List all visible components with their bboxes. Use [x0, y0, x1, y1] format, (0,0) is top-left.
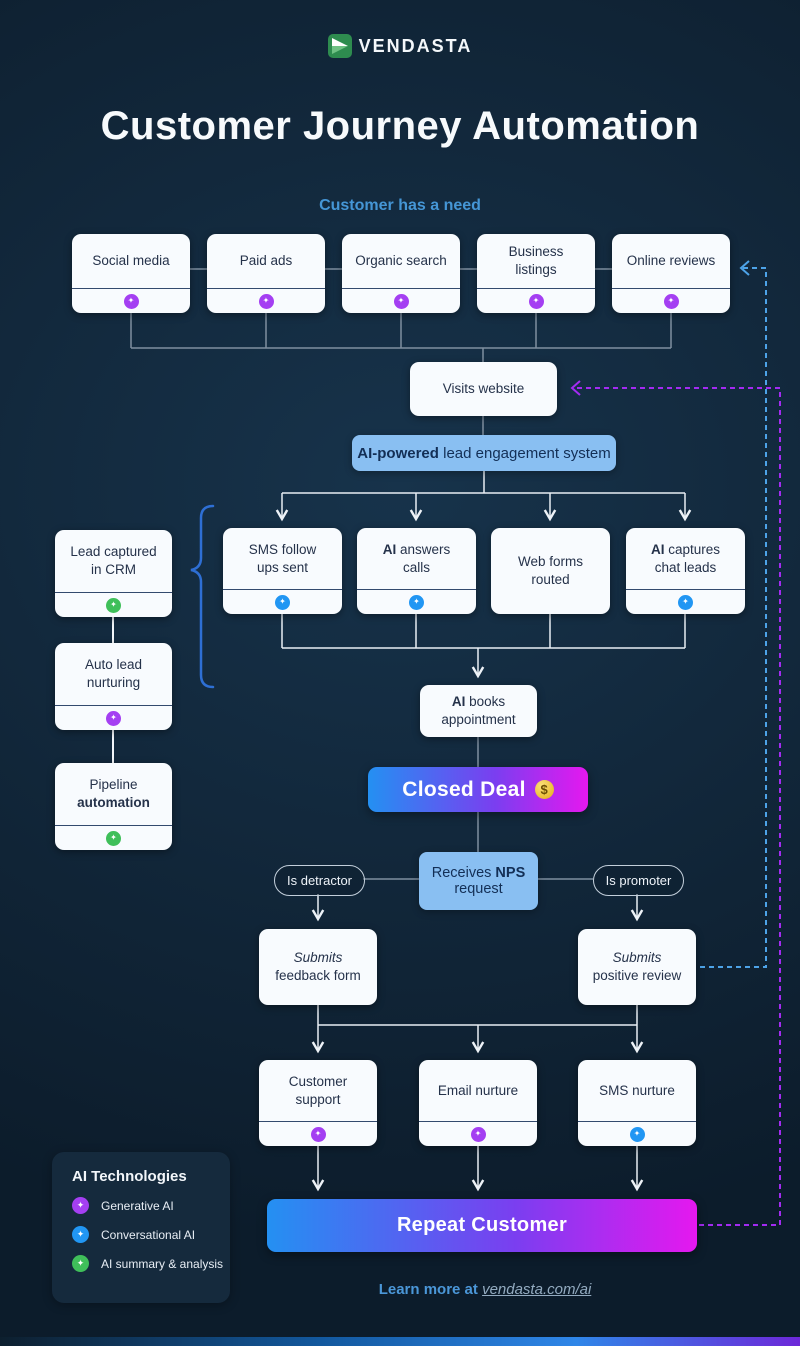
conversational-ai-icon: ✦: [629, 1126, 645, 1142]
node-label: Social media: [92, 253, 170, 269]
node-label: Email nurture: [437, 1082, 519, 1098]
node-paid-ads: Paid ads ✦: [207, 234, 325, 313]
node-label-italic: Submits: [612, 950, 662, 966]
node-auto-lead-nurturing: Auto lead nurturing ✦: [55, 643, 172, 730]
legend-item-conversational: ✦ Conversational AI: [72, 1226, 230, 1243]
pill-is-promoter: Is promoter: [593, 865, 684, 896]
node-label-bold: NPS: [495, 865, 526, 881]
banner-label: lead engagement system: [438, 444, 611, 462]
generative-ai-icon: ✦: [528, 293, 544, 309]
page-title: Customer Journey Automation: [100, 104, 700, 148]
node-ai-books-appointment: AI books appointment: [420, 685, 537, 737]
generative-ai-icon: ✦: [72, 1197, 89, 1214]
node-receives-nps: Receives NPS request: [419, 852, 538, 910]
customer-need-label: Customer has a need: [319, 197, 481, 214]
node-label-italic: Submits: [293, 950, 343, 966]
conversational-ai-icon: ✦: [72, 1226, 89, 1243]
node-web-forms-routed: Web forms routed: [491, 528, 610, 614]
generative-ai-icon: ✦: [123, 293, 139, 309]
node-customer-support: Customer support ✦: [259, 1060, 377, 1146]
legend-item-summary: ✦ AI summary & analysis: [72, 1255, 230, 1272]
legend-item-generative: ✦ Generative AI: [72, 1197, 230, 1214]
node-pipeline-automation: Pipeline automation ✦: [55, 763, 172, 850]
footer-learn-more: Learn more at vendasta.com/ai: [300, 1281, 670, 1298]
node-email-nurture: Email nurture ✦: [419, 1060, 537, 1146]
node-label: captures chat leads: [654, 541, 721, 575]
bottom-gradient-bar: [0, 1337, 800, 1346]
generative-ai-icon: ✦: [310, 1126, 326, 1142]
pill-label: Is detractor: [286, 873, 353, 888]
node-online-reviews: Online reviews ✦: [612, 234, 730, 313]
legend-title: AI Technologies: [72, 1168, 187, 1185]
conversational-ai-icon: ✦: [678, 594, 693, 610]
brand-logo: VENDASTA: [0, 34, 800, 58]
node-submits-positive-review: Submits positive review: [578, 929, 696, 1005]
ai-engagement-banner: AI-powered lead engagement system: [352, 435, 616, 471]
footer-text: Learn more at: [378, 1281, 483, 1298]
node-label: Auto lead nurturing: [84, 657, 143, 690]
node-label-bold: AI: [451, 694, 466, 710]
legend-item-label: Conversational AI: [101, 1227, 196, 1242]
conversational-ai-icon: ✦: [275, 594, 290, 610]
node-label-bold: AI: [382, 541, 397, 557]
node-label-post: request: [454, 881, 503, 897]
banner-label-bold: AI-powered: [357, 444, 439, 462]
ai-summary-icon: ✦: [106, 830, 121, 846]
brand-name: VENDASTA: [358, 35, 473, 56]
node-submits-feedback-form: Submits feedback form: [259, 929, 377, 1005]
node-label: Receives: [431, 865, 496, 881]
money-bag-icon: $: [534, 780, 554, 799]
generative-ai-icon: ✦: [470, 1126, 486, 1142]
pill-is-detractor: Is detractor: [274, 865, 365, 896]
closed-deal-label: Closed Deal: [402, 777, 526, 801]
node-label: positive review: [592, 968, 682, 983]
repeat-customer-label: Repeat Customer: [396, 1214, 568, 1236]
node-label: SMS follow ups sent: [248, 541, 317, 575]
node-label: SMS nurture: [599, 1082, 675, 1098]
conversational-ai-icon: ✦: [409, 594, 424, 610]
node-sms-follow-ups: SMS follow ups sent ✦: [223, 528, 342, 614]
ai-summary-icon: ✦: [72, 1255, 89, 1272]
legend-item-label: AI summary & analysis: [101, 1256, 224, 1271]
vendasta-ai-link[interactable]: vendasta.com/ai: [482, 1281, 592, 1298]
ai-summary-icon: ✦: [106, 597, 121, 613]
node-lead-captured-crm: Lead captured in CRM ✦: [55, 530, 172, 617]
ai-technologies-legend: AI Technologies ✦ Generative AI ✦ Conver…: [52, 1152, 230, 1303]
node-label-bold: automation: [77, 795, 150, 810]
node-business-listings: Business listings ✦: [477, 234, 595, 313]
node-organic-search: Organic search ✦: [342, 234, 460, 313]
node-label: Lead captured in CRM: [70, 544, 157, 577]
generative-ai-icon: ✦: [393, 293, 409, 309]
node-label: Customer support: [288, 1073, 348, 1107]
brace: [190, 504, 215, 689]
node-label-bold: AI: [650, 541, 665, 557]
node-label: Paid ads: [239, 253, 293, 269]
node-social-media: Social media ✦: [72, 234, 190, 313]
node-sms-nurture: SMS nurture ✦: [578, 1060, 696, 1146]
vendasta-logo-icon: [327, 34, 352, 58]
generative-ai-icon: ✦: [106, 710, 121, 726]
node-label: Organic search: [355, 253, 447, 269]
node-visits-website: Visits website: [410, 362, 557, 416]
generative-ai-icon: ✦: [663, 293, 679, 309]
repeat-customer-banner: Repeat Customer: [267, 1199, 697, 1252]
node-label: books appointment: [441, 694, 516, 727]
node-label: Web forms routed: [517, 554, 583, 587]
generative-ai-icon: ✦: [258, 293, 274, 309]
node-label: answers calls: [399, 541, 451, 575]
node-ai-captures-chat-leads: AI captures chat leads ✦: [626, 528, 745, 614]
node-label: Business listings: [508, 244, 564, 277]
pill-label: Is promoter: [605, 873, 672, 888]
node-label: Online reviews: [626, 253, 716, 269]
node-label: Visits website: [442, 381, 525, 397]
legend-item-label: Generative AI: [101, 1198, 174, 1213]
closed-deal-banner: Closed Deal $: [368, 767, 588, 812]
node-label: Pipeline: [89, 777, 138, 793]
node-label: feedback form: [275, 968, 361, 983]
node-ai-answers-calls: AI answers calls ✦: [357, 528, 476, 614]
